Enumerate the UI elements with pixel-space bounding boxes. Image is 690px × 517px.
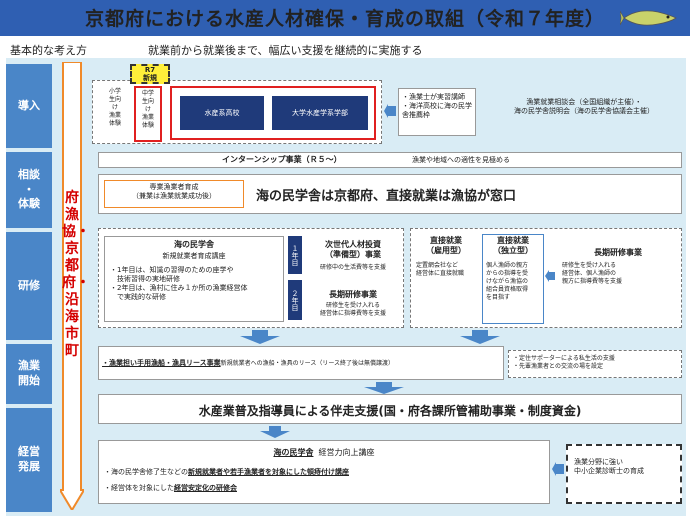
training-right-frame: [410, 228, 682, 328]
followup-text: 水産業普及指導員による伴走支援(国・府各課所管補助事業・制度資金): [198, 404, 582, 418]
arrow-left-2: [545, 270, 555, 282]
year2-label: ２年目: [288, 280, 302, 320]
consult-events: 漁業就業相談会（全国組織が主催）・海の民学舎説明会（海の民学舎協議会主催）: [514, 98, 654, 115]
lease-text: ・漁業担い手用漁船・漁具リース事業新規就業者への漁船・漁具のリース（リース終了後…: [102, 359, 395, 367]
arrow-left: [384, 104, 396, 118]
intro-bullets: ・漁業士が実習講師・海洋高校に海の民学舎推薦枠: [398, 88, 476, 136]
arrow-left-3: [552, 462, 564, 476]
choki2-desc: 研修生を受け入れる経営体、個人漁師の親方に指導費等を支援: [562, 262, 623, 285]
direct1-desc: 定置網会社など経営体に直接就職: [416, 262, 465, 277]
fish-icon: [620, 10, 677, 26]
header-bar: [0, 0, 690, 36]
basic-label: 基本的な考え方: [10, 44, 87, 57]
stage-intro: 導入: [6, 64, 52, 148]
arrow-down-3: [364, 382, 404, 394]
intern-box: [98, 152, 682, 168]
school-univ: 大学水産学系学部: [272, 96, 368, 130]
basic-text: 就業前から就業後まで、幅広い支援を継続的に実施する: [148, 44, 423, 57]
direct1-title: 直接就業（雇用型）: [426, 236, 466, 255]
mgmt-box: [98, 440, 550, 504]
stage-start: 漁業開始: [6, 344, 52, 404]
intern-title: インターンシップ事業（Ｒ５～）: [222, 155, 342, 164]
choki1-title: 長期研修事業: [329, 290, 377, 299]
vertical-arrow: [60, 62, 84, 510]
arrow-down-2: [460, 330, 500, 344]
followup-box: [98, 394, 682, 424]
lease-box: [98, 346, 504, 380]
umi-title: 海の民学舎: [174, 240, 214, 249]
stage-mgmt: 経営発展: [6, 408, 52, 512]
mgmt-line1: ・海の民学舎修了生などの新規就業者や若手漁業者を対象にした頓痔付け講座: [104, 468, 349, 476]
choki2-title: 長期研修事業: [594, 248, 642, 257]
year1-label: １年目: [288, 236, 302, 274]
jisedai-title: 次世代人材投資（準備型）事業: [325, 240, 381, 259]
jisedai-desc: 研修中の生活費等を支援: [319, 264, 386, 271]
umi-lines: ・1年目は、知識の習得のための座学や 技術習得の実地研修・2年目は、漁村に住み１…: [110, 266, 248, 301]
direct2-title: 直接就業（独立型）: [493, 236, 533, 255]
direct2-box: [482, 234, 544, 324]
stage-consult: 相談・体験: [6, 152, 52, 228]
arrow-down-4: [260, 426, 290, 438]
arrow-down-1: [240, 330, 280, 344]
direct2-desc: 個人漁師の親方からの指導を受けながら漁協の組合員資格取得を目指す: [486, 262, 529, 301]
support-box: ・定住サポーターによる私生活の支援・先輩漁業者との交流の場を設定: [508, 350, 682, 378]
school-frame: [170, 86, 376, 140]
choki1-desc: 研修生を受け入れる経営体に指導費等を支援: [319, 302, 386, 317]
school-fishery-hs: 水産系高校: [180, 96, 264, 130]
umi-sub: 新規就業者育成講座: [162, 252, 226, 260]
page-title: 京都府における水産人材確保・育成の取組（令和７年度）: [84, 8, 605, 30]
training-box: 専業漁業者育成（兼業は漁業就業成功後）: [104, 180, 244, 208]
mgmt-line2: ・経営体を対象にした経営安定化の研修会: [104, 484, 237, 492]
mid-experience: 中学生向け漁業体験: [134, 86, 162, 142]
banner-text: 海の民学舎は京都府、直接就業は漁協が窓口: [256, 189, 517, 204]
intern-desc: 漁業や地域への適性を見極める: [412, 156, 510, 164]
stage-training: 研修: [6, 232, 52, 340]
mgmt-title: 海の民学舎 経営力向上講座: [273, 448, 375, 457]
umi-box: [104, 236, 284, 322]
elem-experience: 小学生向け漁業体験: [108, 88, 121, 127]
vertical-label: 府漁協・京都府・沿海市町: [62, 190, 90, 359]
consultant-box: 漁業分野に強い中小企業診断士の育成: [566, 444, 682, 504]
